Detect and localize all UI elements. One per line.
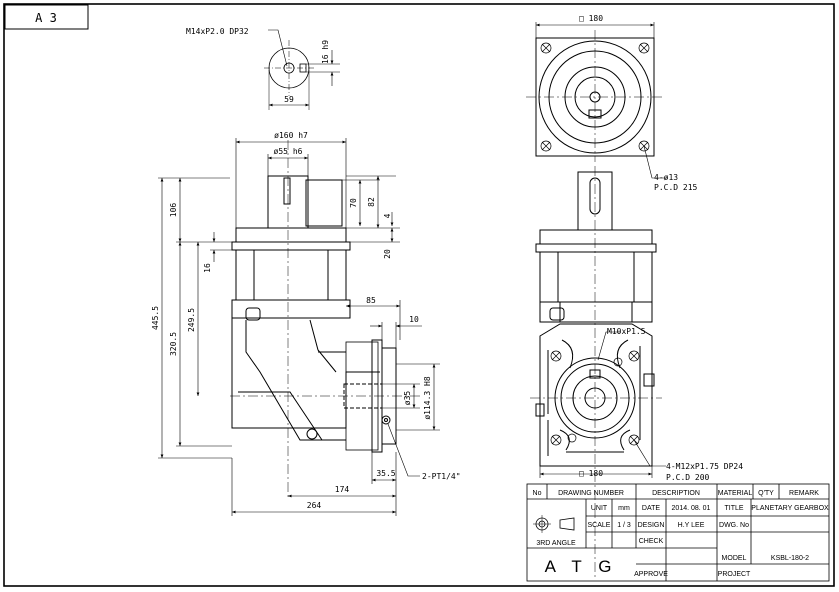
- shaft-dia-dim: ø55 h6: [274, 147, 303, 156]
- input-face-view: [530, 323, 662, 467]
- input-bore-dim: ø114.3 H8: [423, 376, 432, 420]
- input-offset-dim: 85: [366, 296, 376, 305]
- hole-note: 4-ø13: [654, 173, 678, 182]
- model-label: MODEL: [722, 555, 747, 562]
- key-offset-dim: 4: [383, 213, 392, 218]
- hdr-qty: Q'TY: [758, 490, 774, 497]
- square-top-dim: □ 180: [579, 14, 603, 23]
- hdr-remark: REMARK: [789, 490, 819, 497]
- tap-note: M10xP1.5: [607, 327, 646, 336]
- pcd-bottom-note: P.C.D 200: [666, 473, 710, 482]
- center-height-dim: 249.5: [187, 308, 196, 332]
- unit-value: mm: [618, 505, 630, 512]
- input-face-dims: [539, 331, 666, 478]
- bolt-note: 4-M12xP1.75 DP24: [666, 462, 743, 471]
- date-label: DATE: [642, 505, 660, 512]
- scale-value: 1 / 3: [617, 522, 631, 529]
- shaft-end-detail: [264, 29, 340, 110]
- title-value: PLANETARY GEARBOX: [751, 505, 829, 512]
- pilot-depth-dim: 16: [203, 263, 212, 273]
- key-len-dim: 70: [349, 198, 358, 208]
- sheet-size-tag: A 3: [35, 11, 57, 25]
- side-view-centerlines: [158, 140, 420, 500]
- input-pilot-dim: ø35: [403, 391, 412, 406]
- date-value: 2014. 08. 01: [672, 505, 711, 512]
- model-value: KSBL-180-2: [771, 555, 809, 562]
- flange-dia-dim: ø160 h7: [274, 131, 308, 140]
- company-logo: A T G: [545, 557, 618, 576]
- flange-thk-dim: 20: [383, 249, 392, 259]
- unit-label: UNIT: [591, 505, 608, 512]
- hdr-material: MATERIAL: [718, 490, 753, 497]
- input-face-dim: 35.5: [376, 469, 395, 478]
- side-view-dimensions: [160, 138, 440, 516]
- dwg-label: DWG. No: [719, 522, 749, 529]
- key-height-dim: 16 h9: [321, 40, 330, 64]
- input-flange-dim: 10: [409, 315, 419, 324]
- side-view-outline: [231, 175, 397, 453]
- shaft-len-dim: 106: [169, 203, 178, 218]
- title-block: [526, 483, 830, 582]
- sheet-size-box: [4, 4, 89, 30]
- front-profile: [535, 166, 657, 580]
- body-height-dim: 320.5: [169, 332, 178, 356]
- pcd-note: P.C.D 215: [654, 183, 698, 192]
- hdr-drawing-number: DRAWING NUMBER: [558, 490, 624, 497]
- shaft-len2-dim: 82: [367, 197, 376, 207]
- port-note: 2-PT1/4": [422, 472, 461, 481]
- title-block-text: No DRAWING NUMBER DESCRIPTION MATERIAL Q…: [533, 490, 830, 578]
- center-dist-dim: 174: [335, 485, 350, 494]
- width-dim: 59: [284, 95, 294, 104]
- flange-view-dims: [526, 22, 668, 179]
- title-label: TITLE: [724, 505, 743, 512]
- projection-label: 3RD ANGLE: [536, 540, 576, 547]
- approve-label: APPROVE: [634, 571, 668, 578]
- scale-label: SCALE: [588, 522, 611, 529]
- design-label: DESIGN: [638, 522, 665, 529]
- project-label: PROJECT: [718, 571, 751, 578]
- thread-note: M14xP2.0 DP32: [186, 27, 249, 36]
- hdr-description: DESCRIPTION: [652, 490, 700, 497]
- total-height-dim: 445.5: [151, 306, 160, 330]
- check-label: CHECK: [639, 538, 664, 545]
- sheet-border: [3, 3, 835, 587]
- hdr-no: No: [533, 490, 542, 497]
- design-value: H.Y LEE: [678, 522, 705, 529]
- overall-len-dim: 264: [307, 501, 322, 510]
- square-bottom-dim: □ 180: [579, 469, 603, 478]
